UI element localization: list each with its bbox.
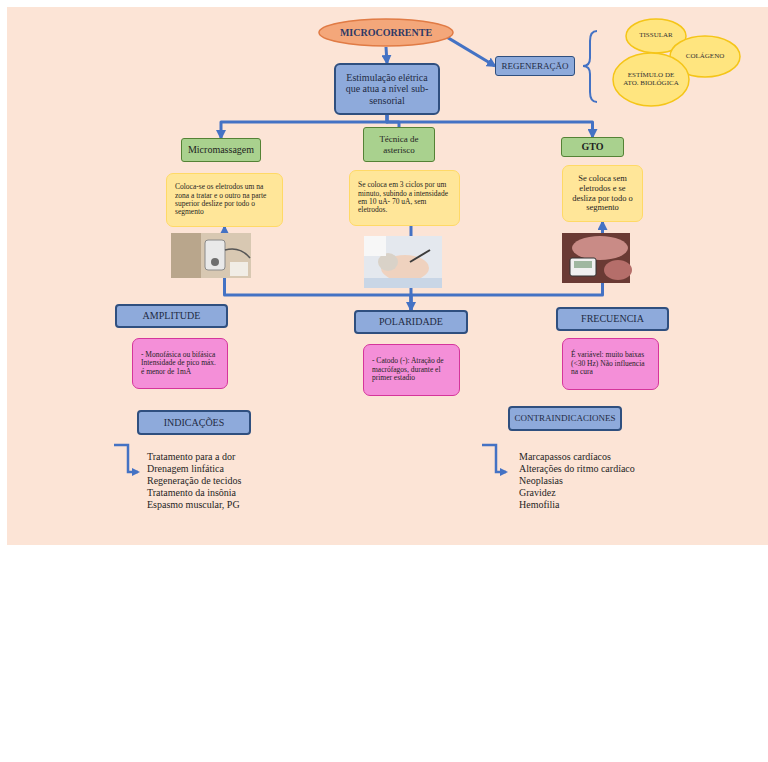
note-box: - Monofásica ou bifásica Intensidade de … xyxy=(132,338,228,389)
list-item: Gravidez xyxy=(519,487,556,498)
heading-box: POLARIDADE xyxy=(354,310,468,334)
node-text: INDICAÇÕES xyxy=(164,417,225,428)
node-text: FRECUENCIA xyxy=(581,313,644,324)
note-box: É variável: muito baixas (<30 Hz) Não in… xyxy=(562,338,659,390)
node-text: CONTRAINDICACIONES xyxy=(515,413,616,423)
note-box: - Catodo (-): Atração de macrófagos, dur… xyxy=(363,344,460,396)
list-item: Tratamento da insônia xyxy=(147,487,236,498)
node-text: - Monofásica ou bifásica Intensidade de … xyxy=(141,351,219,376)
note-box: Se coloca sem eletrodos e se desliza por… xyxy=(562,165,643,222)
node-text: Micromassagem xyxy=(188,144,254,155)
hook-arrow xyxy=(482,445,506,472)
node-text: Técnica de asterisco xyxy=(367,134,431,154)
heading-box: CONTRAINDICACIONES xyxy=(508,406,622,431)
asterisk-photo xyxy=(364,236,442,288)
node-text: REGENERAÇÃO xyxy=(502,61,569,71)
micromassage-photo xyxy=(171,233,251,278)
node-text: Estimulação elétrica que atua a nível su… xyxy=(342,72,432,106)
ellipse-shape xyxy=(613,53,689,106)
curly-bracket xyxy=(583,31,597,102)
connector xyxy=(411,222,603,310)
ellipse-shape xyxy=(319,19,453,46)
connector xyxy=(444,35,495,66)
node-text: Se coloca sem eletrodos e se desliza por… xyxy=(569,174,636,212)
technique-box: Técnica de asterisco xyxy=(363,127,435,162)
heading-box: FRECUENCIA xyxy=(556,307,669,331)
peach-panel xyxy=(7,7,768,545)
note-box: Se coloca em 3 ciclos por um minuto, sub… xyxy=(349,170,460,226)
list-item: Marcapassos cardíacos xyxy=(519,451,611,462)
node-text: POLARIDADE xyxy=(379,316,443,327)
node-text: - Catodo (-): Atração de macrófagos, dur… xyxy=(372,357,451,382)
node-text: AMPLITUDE xyxy=(143,310,201,321)
node-text: GTO xyxy=(581,141,603,152)
heading-box: AMPLITUDE xyxy=(115,304,228,328)
list-item: Neoplasias xyxy=(519,475,563,486)
node-text: MICROCORRENTE xyxy=(340,27,432,38)
connector xyxy=(386,47,387,63)
note-box: Coloca-se os eletrodos um na zona a trat… xyxy=(166,173,283,227)
heading-box: INDICAÇÕES xyxy=(137,410,251,435)
topic-ellipse: ESTÍMULO DE ATO. BIOLÓGICA xyxy=(612,52,690,107)
hook-arrow xyxy=(114,445,138,472)
node-text: COLÁGENO xyxy=(686,53,725,61)
process-box: Estimulação elétrica que atua a nível su… xyxy=(334,63,440,115)
process-box: REGENERAÇÃO xyxy=(495,56,575,76)
technique-box: Micromassagem xyxy=(181,138,261,162)
root-ellipse: MICROCORRENTE xyxy=(318,18,454,47)
list-item: Regeneração de tecidos xyxy=(147,475,241,486)
list-item: Alterações do ritmo cardíaco xyxy=(519,463,635,474)
node-text: Coloca-se os eletrodos um na zona a trat… xyxy=(175,183,274,217)
list-item: Espasmo muscular, PG xyxy=(147,499,240,510)
gto-photo xyxy=(562,233,632,283)
list-item: Drenagem linfática xyxy=(147,463,224,474)
list-item: Tratamento para a dor xyxy=(147,451,235,462)
node-text: TISSULAR xyxy=(639,32,672,40)
node-text: É variável: muito baixas (<30 Hz) Não in… xyxy=(571,351,650,376)
connector xyxy=(225,227,412,310)
list-item: Hemofilia xyxy=(519,499,560,510)
technique-box: GTO xyxy=(561,137,624,157)
node-text: Se coloca em 3 ciclos por um minuto, sub… xyxy=(358,181,451,215)
node-text: ESTÍMULO DE ATO. BIOLÓGICA xyxy=(623,72,679,88)
